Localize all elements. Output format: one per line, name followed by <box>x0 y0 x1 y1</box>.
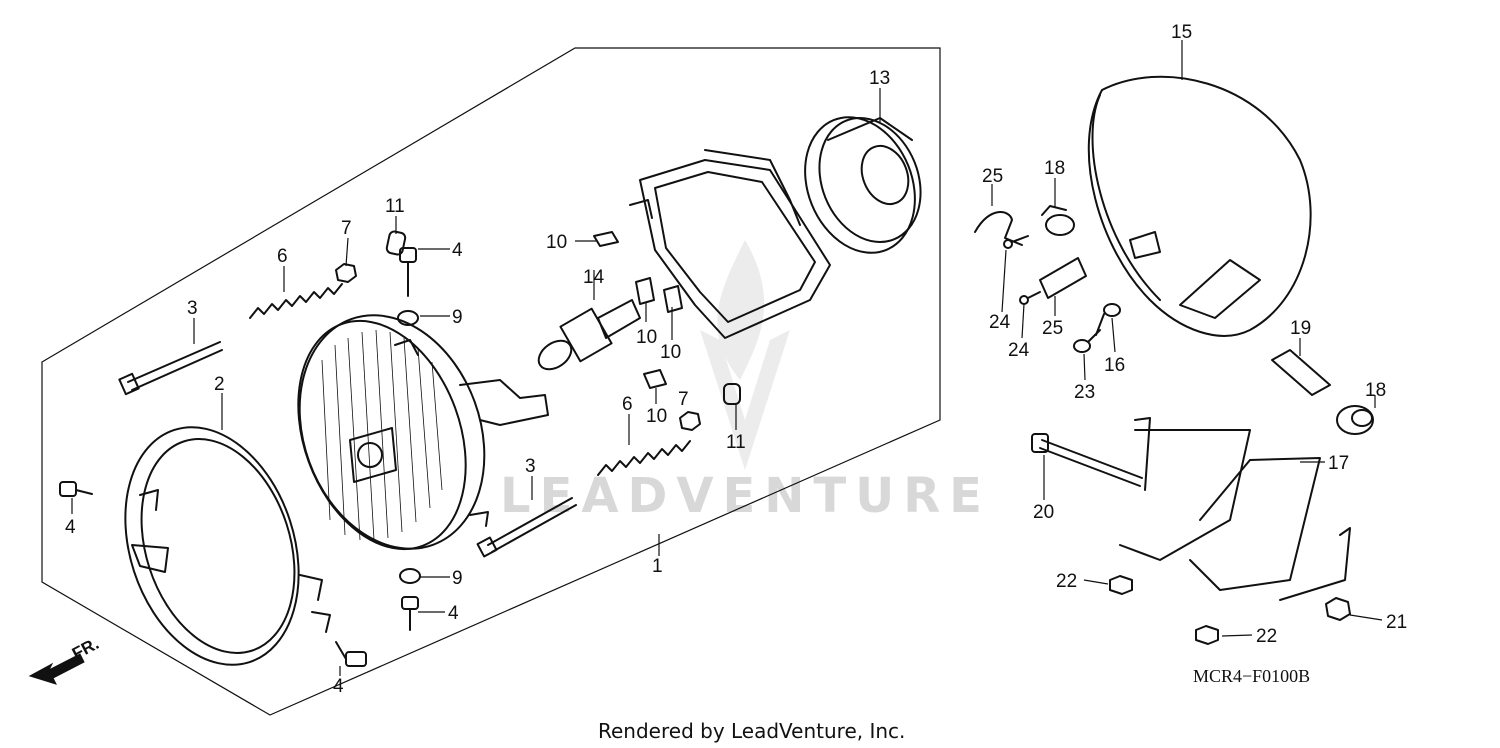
part-collar-18b <box>1336 405 1374 435</box>
part-grommet-9a <box>397 310 419 326</box>
callout-18a: 18 <box>1044 158 1065 179</box>
part-spring-6b <box>597 440 691 476</box>
part-cap-11a <box>385 230 407 256</box>
callout-10d: 10 <box>646 406 667 427</box>
part-nut-7a <box>335 263 357 283</box>
part-socket-13 <box>804 116 922 254</box>
part-collar-18a <box>1041 205 1075 236</box>
footer-credit: Rendered by LeadVenture, Inc. <box>598 719 905 743</box>
part-clip-10a <box>593 231 619 247</box>
callout-21: 21 <box>1386 612 1407 633</box>
callout-6a: 6 <box>277 246 288 267</box>
callout-4b: 4 <box>452 240 463 261</box>
callout-4d: 4 <box>333 676 344 697</box>
part-clip-10b <box>635 277 655 305</box>
part-bulb-14 <box>537 299 641 371</box>
callout-7b: 7 <box>678 389 689 410</box>
part-screw-4d <box>335 641 367 667</box>
callout-4c: 4 <box>448 603 459 624</box>
part-screw-4c <box>401 596 419 631</box>
callout-24b: 24 <box>1008 340 1030 361</box>
callout-19: 19 <box>1290 318 1311 339</box>
part-collar-19 <box>1271 349 1331 396</box>
part-screw-3b <box>476 497 577 558</box>
leader-lines <box>71 40 1383 676</box>
part-nut-7b <box>679 411 701 431</box>
watermark: LEADVENTURE <box>500 240 991 524</box>
part-clip-10c <box>663 285 683 313</box>
callout-3a: 3 <box>187 298 198 319</box>
callout-11a: 11 <box>385 196 405 217</box>
part-rim <box>124 426 331 666</box>
part-grommet-9b <box>399 568 421 584</box>
callout-18b: 18 <box>1365 380 1386 401</box>
callout-3b: 3 <box>525 456 536 477</box>
callout-6b: 6 <box>622 394 633 415</box>
callout-10c: 10 <box>660 342 681 363</box>
assembly-outline <box>41 47 941 716</box>
front-direction-marker: FR. <box>28 634 102 685</box>
part-bolt-20 <box>1031 433 1143 487</box>
callout-9b: 9 <box>452 568 463 589</box>
callout-20: 20 <box>1033 502 1054 523</box>
part-nut-21 <box>1325 597 1351 621</box>
part-clamp-25a <box>974 211 1023 246</box>
part-bracket-17 <box>1119 417 1351 601</box>
part-spring-6a <box>249 283 343 319</box>
callout-22a: 22 <box>1056 571 1077 592</box>
diagram-code: MCR4−F0100B <box>1193 666 1310 686</box>
part-nut-22a <box>1109 575 1133 595</box>
part-headlight-unit <box>297 314 549 551</box>
front-arrow-icon <box>28 653 85 685</box>
part-screw-3a <box>118 341 223 396</box>
callout-15: 15 <box>1171 22 1192 43</box>
callout-25a: 25 <box>982 166 1003 187</box>
callout-2: 2 <box>214 374 225 395</box>
callout-14: 14 <box>583 267 605 288</box>
part-nut-22b <box>1195 625 1219 645</box>
callout-4a: 4 <box>65 517 76 538</box>
callout-13: 13 <box>869 68 890 89</box>
part-clamp-25b <box>1039 257 1087 299</box>
part-mounting-case <box>629 149 831 339</box>
callout-25b: 25 <box>1042 318 1063 339</box>
callout-7a: 7 <box>341 218 352 239</box>
callout-24a: 24 <box>989 312 1011 333</box>
part-headlight-case-15 <box>1087 75 1312 337</box>
watermark-text: LEADVENTURE <box>500 468 991 524</box>
part-cap-11b <box>723 383 741 405</box>
callout-16: 16 <box>1104 355 1125 376</box>
callout-11b: 11 <box>726 432 746 453</box>
part-clip-10d <box>643 369 667 389</box>
callout-10b: 10 <box>636 327 657 348</box>
callout-labels: 1 2 3 3 4 4 4 4 6 6 7 7 9 9 10 10 10 10 … <box>65 22 1407 697</box>
callout-9a: 9 <box>452 307 463 328</box>
callout-23: 23 <box>1074 382 1095 403</box>
callout-1: 1 <box>652 556 663 577</box>
callout-22b: 22 <box>1256 626 1277 647</box>
callout-10a: 10 <box>546 232 567 253</box>
part-screw-4a <box>59 481 93 497</box>
callout-17: 17 <box>1328 453 1349 474</box>
part-screw-4b <box>399 247 417 297</box>
part-bolt-23 <box>1073 329 1101 353</box>
part-screw-24b <box>1019 291 1041 305</box>
